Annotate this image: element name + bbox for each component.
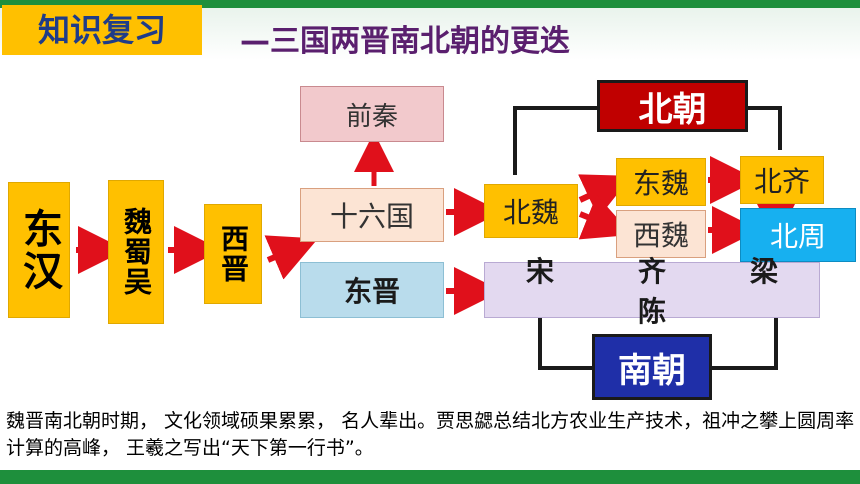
- arrow-beiwei-xiwei: [578, 194, 633, 240]
- box-beiqi: 北齐: [740, 156, 824, 204]
- box-dongjin: 东晋: [300, 262, 444, 318]
- section-tag: 知识复习: [2, 5, 202, 55]
- south-bracket-line: [538, 318, 778, 370]
- box-qianqin: 前秦: [300, 86, 444, 142]
- arrow-beiwei-dongwei: [578, 174, 632, 218]
- arrow-xijin-shiliuguo: [264, 235, 319, 280]
- northern-dynasties-label: 北朝: [597, 80, 748, 132]
- box-shiliuguo: 十六国: [300, 188, 444, 242]
- north-bracket-line: [513, 106, 782, 175]
- box-beizhou: 北周: [740, 208, 856, 262]
- box-xiwei: 西魏: [616, 210, 706, 258]
- page-title: —三国两晋南北朝的更迭: [240, 24, 570, 59]
- box-beiwei: 北魏: [484, 184, 578, 238]
- top-green-bar: [0, 0, 860, 8]
- box-southern-dynasties: 宋 齐 梁 陈: [484, 255, 834, 328]
- box-wei-shu-wu: 魏蜀吴: [108, 180, 164, 324]
- box-dongwei: 东魏: [616, 158, 706, 206]
- bottom-green-bar: [0, 470, 860, 484]
- box-donghan: 东汉: [8, 182, 70, 318]
- description-text: 魏晋南北朝时期， 文化领域硕果累累， 名人辈出。贾思勰总结北方农业生产技术，祖冲…: [6, 410, 855, 459]
- southern-dynasties-label: 南朝: [592, 334, 712, 400]
- box-xijin: 西晋: [204, 204, 262, 304]
